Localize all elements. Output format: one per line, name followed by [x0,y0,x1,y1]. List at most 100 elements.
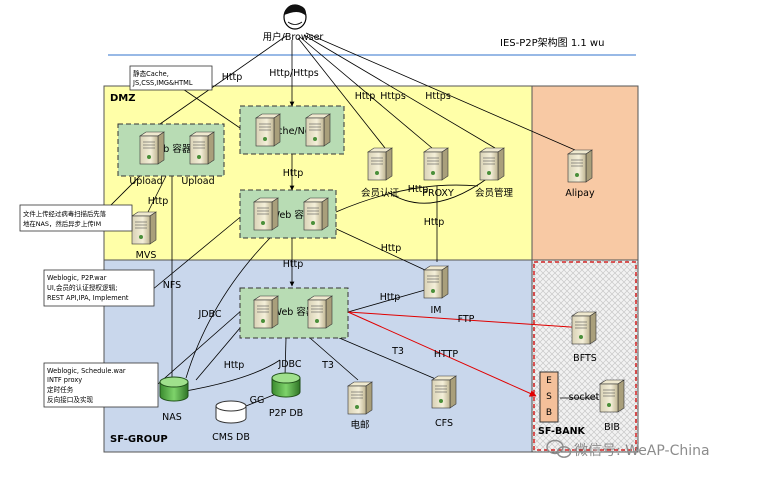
note-weblogic-schedule: Weblogic, Schedule.war INTF proxy 定时任务 反… [43,362,159,408]
esb-letter-s: S [546,392,552,402]
note-static-cache-line1: 静态Cache, [133,69,169,78]
wechat-icon [546,439,572,458]
note-upload-scan-line1: 文件上传经过病毒扫描后先落 [23,209,107,218]
proxy-label: PROXY [422,188,454,199]
edge-web-im [329,225,426,271]
edge-mid-nas [185,237,271,379]
member-mgmt-server-icon [479,147,505,181]
user-icon [283,4,307,30]
esb-letter-e: E [546,376,552,386]
edge-label-http-user-web: Http [222,72,243,83]
nas-label: NAS [162,412,182,423]
edge-label-http-mid-low: Http [283,259,304,270]
p2p-db-label: P2P DB [269,408,303,419]
apache1-server-icon [255,113,281,147]
edge-label-t3-cfs: T3 [391,346,404,357]
note-p2p-line2: UI,会员的认证授权逻辑; [47,283,117,292]
web-low1-server-icon [253,295,279,329]
zone-sf-bank-label: SF-BANK [538,426,586,437]
nas-db-icon [159,376,189,402]
edge-label-socket: socket [569,392,600,403]
edge-label-http-user-auth: Http [355,91,376,102]
cms-db-label: CMS DB [212,432,250,443]
email-server-icon [347,381,373,415]
edge-label-jdbc-mid: JDBC [277,359,301,370]
upload1-server-icon [139,131,165,165]
bib-server-icon [599,379,625,413]
note-p2p-line3: REST API,IPA, Implement [47,294,129,302]
edge-label-http-low-im: Http [380,292,401,303]
zone-dmz-label: DMZ [110,93,136,104]
edge-low-im [347,289,426,313]
watermark: 微信号: WeAP-China [546,439,710,459]
edge-low-cfs [329,333,439,381]
email-label: 电邮 [350,419,370,431]
edge-nas-p2p [179,359,281,393]
alipay-server-icon [567,149,593,183]
note-schedule-line2: INTF proxy [47,376,82,384]
note-upload-scan-line2: 地在NAS，然后异步上传IM [23,219,101,228]
note-schedule-line3: 定时任务 [47,385,74,394]
note-upload-scan: 文件上传经过病毒扫描后先落 地在NAS，然后异步上传IM [19,204,133,232]
cfs-server-icon [431,375,457,409]
bank-lines [347,311,586,397]
bib-label: BIB [604,422,620,433]
cfs-label: CFS [435,418,453,429]
edge-label-https-user-proxy: Https [380,91,406,102]
web-container-low-label: Web 容器 [273,306,316,318]
edge-label-http-bank: HTTP [434,349,459,360]
edge-cms-p2p [245,393,277,407]
web-mid1-server-icon [253,197,279,231]
note-static-cache-line2: JS,CSS,IMG&HTML [132,79,193,87]
edge-label-gg: GG [250,395,265,406]
cms-db-icon [215,400,247,424]
edge-web-mgmt [335,184,479,213]
web-container-mid-label: Web 容器 [271,209,314,221]
mvs-server-icon [131,211,157,245]
p2p-db-icon [271,372,301,398]
web-low2-server-icon [307,295,333,329]
note-leader-schedule [157,309,243,385]
im-label: IM [431,305,442,316]
zone-sf-group-label: SF-GROUP [110,434,168,445]
edge-label-http-proxy-im: Http [424,217,445,228]
apache2-server-icon [305,113,331,147]
edge-label-nfs: NFS [163,280,181,291]
upload1-label: Upload [129,176,162,187]
upload2-server-icon [189,131,215,165]
esb-box [539,371,559,423]
esb-letter-b: B [546,408,552,418]
zone-sf-bank-border [533,261,637,451]
edge-upload-mvs [147,175,167,213]
member-auth-server-icon [367,147,393,181]
note-schedule-line4: 反向接口及实现 [47,395,94,404]
edge-http-bank [347,311,537,397]
edge-label-http-https: Http/Https [269,68,318,79]
edge-label-t3-email: T3 [321,360,334,371]
edge-label-http-apache-web: Http [283,168,304,179]
member-auth-label: 会员认证 [361,187,400,199]
bfts-label: BFTS [573,353,597,364]
note-weblogic-p2p: Weblogic, P2P.war UI,会员的认证授权逻辑; REST API… [43,269,155,307]
web-mid2-server-icon [303,197,329,231]
edge-label-jdbc-left: JDBC [197,309,221,320]
upload2-label: Upload [181,176,214,187]
note-leader-p2p [151,213,245,291]
mvs-label: MVS [136,250,157,261]
diagram-title: IES-P2P架构图 1.1 wu [500,36,604,49]
edge-low-p2pdb [284,337,287,377]
note-p2p-line1: Weblogic, P2P.war [47,274,107,282]
alipay-label: Alipay [565,188,595,199]
bfts-server-icon [571,311,597,345]
edge-user-proxy [299,36,433,149]
note-static-cache: 静态Cache, JS,CSS,IMG&HTML [129,65,213,91]
edge-user-alipay [305,32,576,151]
edge-label-http-web-im: Http [381,243,402,254]
edge-label-ftp: FTP [458,314,475,325]
edge-label-http-upload: Http [148,196,169,207]
edge-label-https-alipay: Https [425,91,451,102]
apache-label: Apache/Nginx [259,126,325,137]
watermark-text: 微信号: WeAP-China [574,443,710,459]
